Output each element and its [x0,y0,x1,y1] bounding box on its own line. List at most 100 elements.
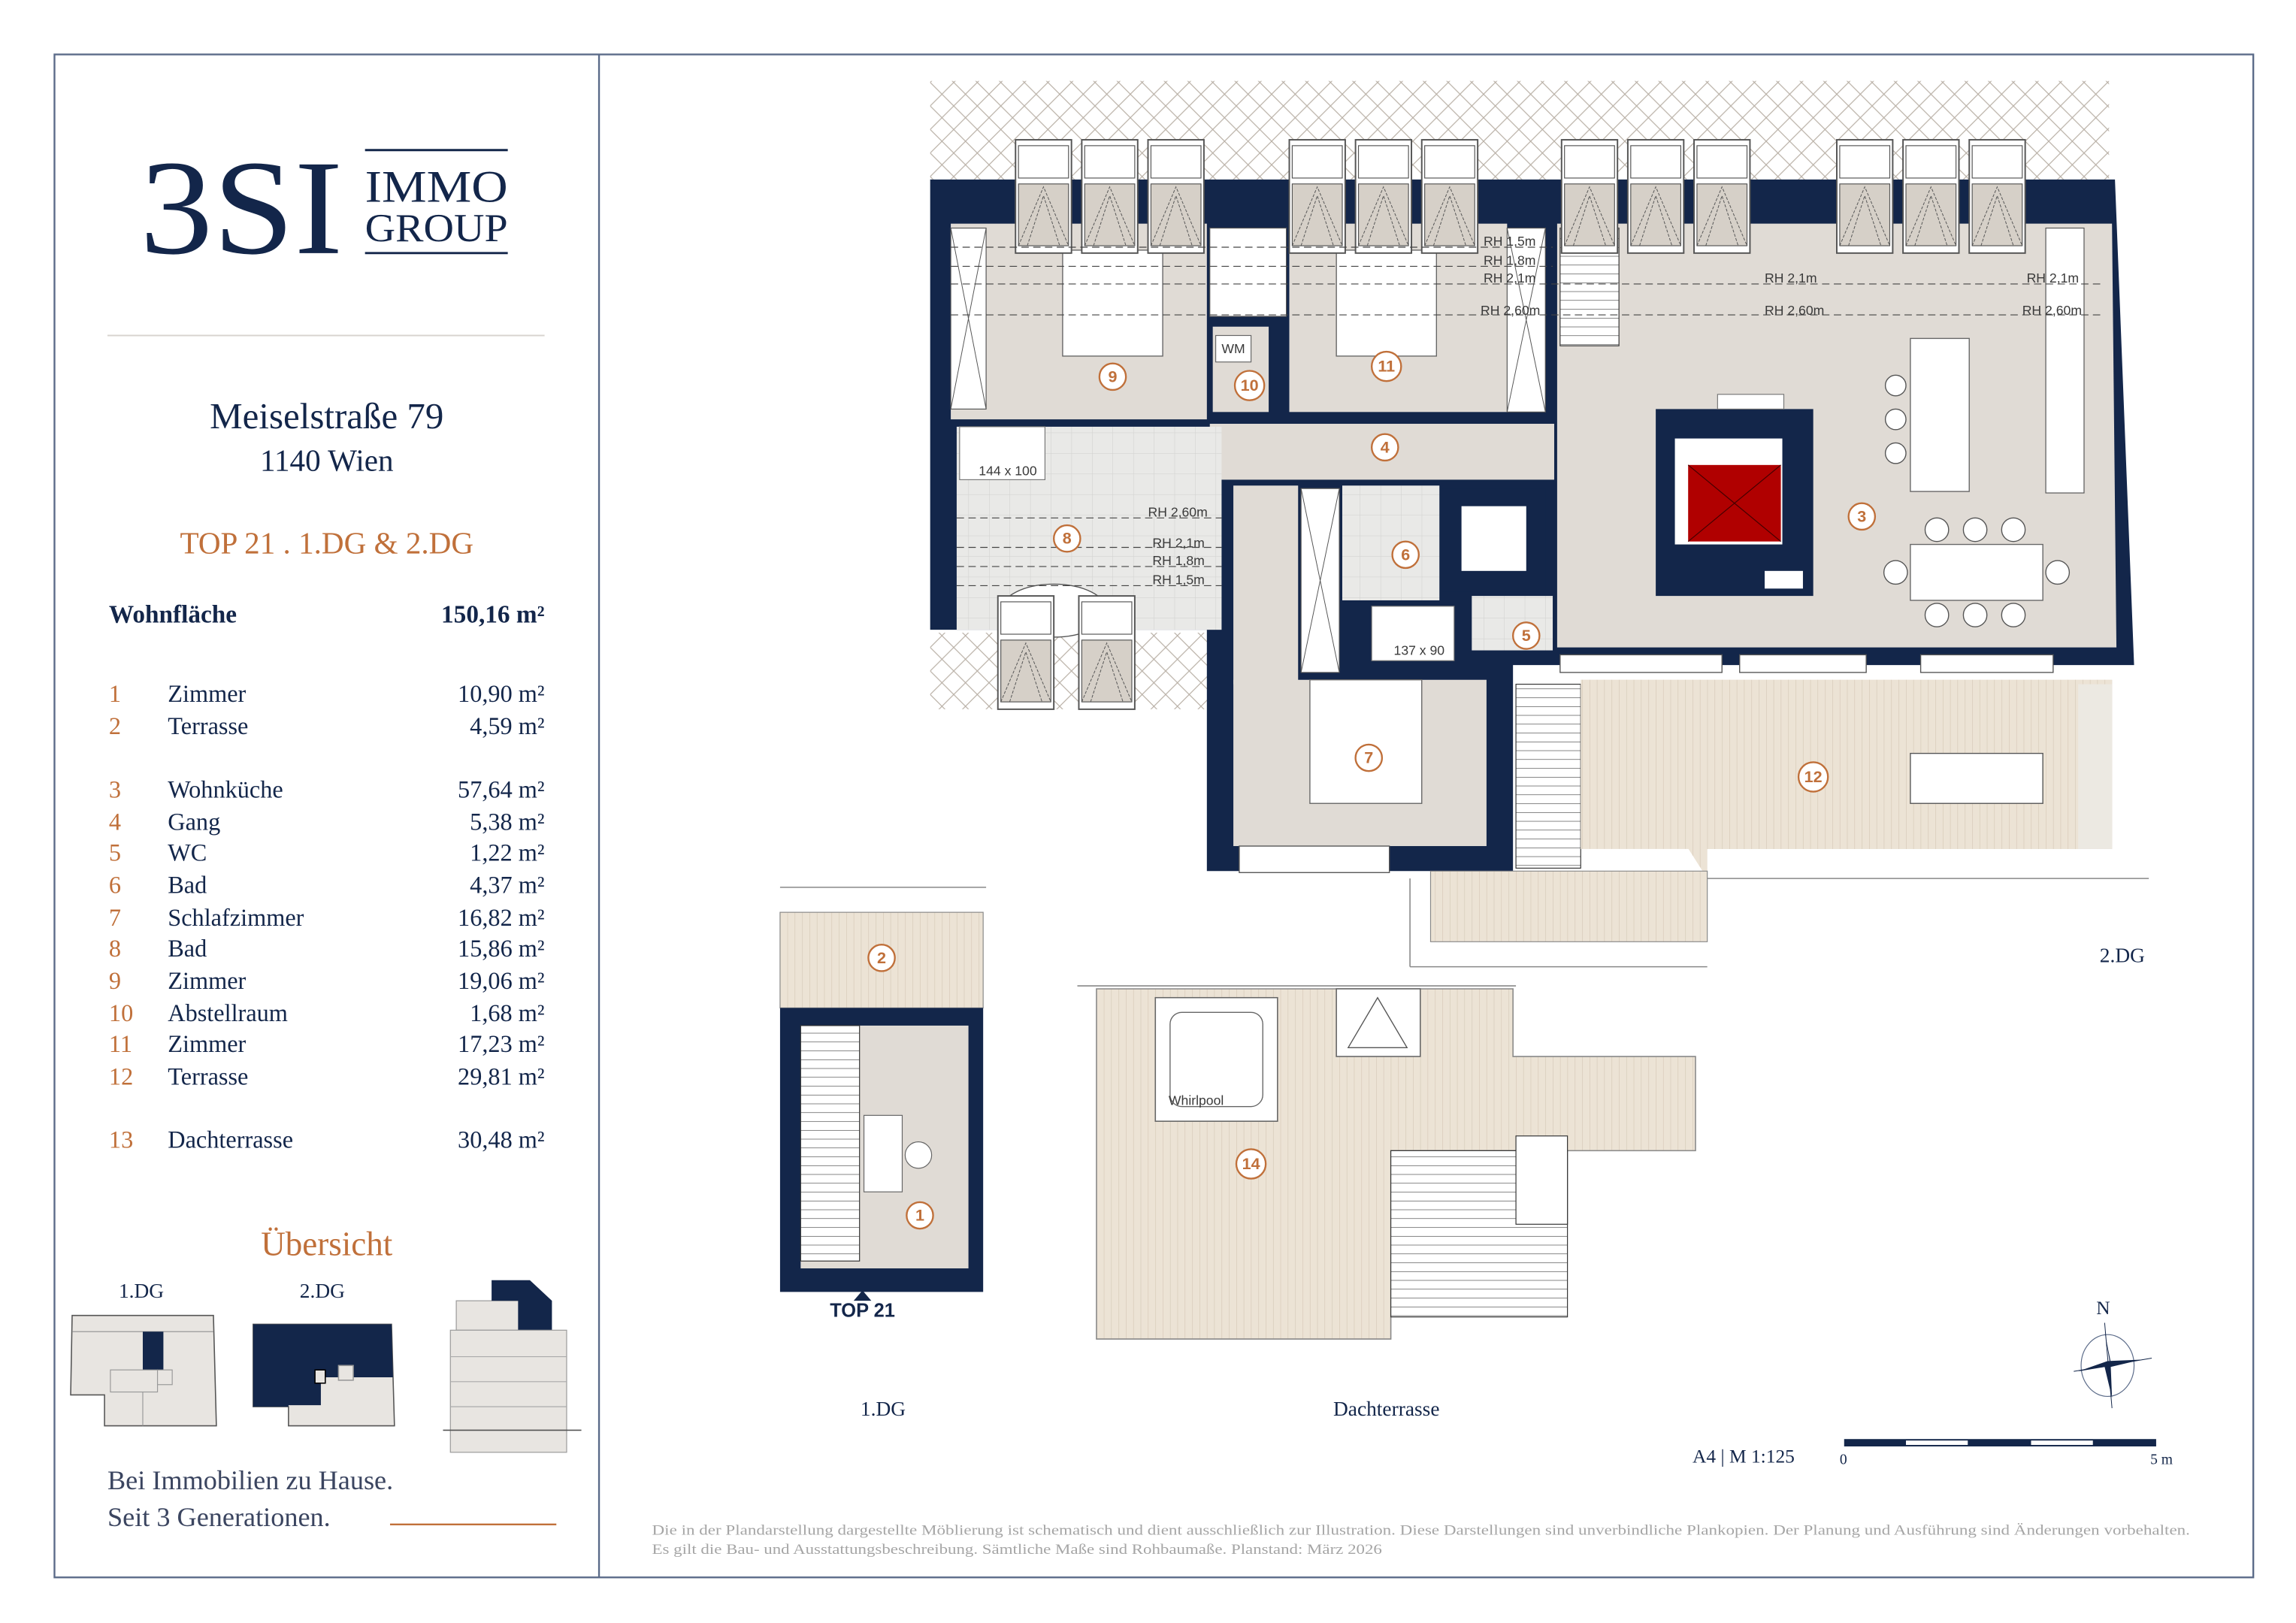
svg-text:15,86 m²: 15,86 m² [458,935,545,962]
svg-text:17,23 m²: 17,23 m² [458,1030,545,1057]
overview-2dg-thumbnail [253,1323,395,1427]
overview-1dg-thumbnail [70,1314,217,1427]
room-marker: 4 [1370,433,1399,462]
svg-text:Zimmer: Zimmer [168,967,246,994]
svg-text:RH 1,8m: RH 1,8m [1484,252,1535,267]
page-frame [53,53,2255,1579]
overview-building-section [443,1280,582,1453]
svg-text:12: 12 [1804,768,1823,786]
stairs-terrace [1515,684,1581,869]
svg-text:57,64 m²: 57,64 m² [458,775,545,802]
room-row: 8 Bad 15,86 m² [109,935,545,962]
svg-text:Terrasse: Terrasse [168,1062,248,1090]
svg-text:9: 9 [1109,367,1118,385]
logo: 3SI IMMO GROUP [140,132,508,283]
svg-text:10,90 m²: 10,90 m² [458,680,545,707]
svg-text:2: 2 [877,949,886,967]
disclaimer-line2: Es gilt die Bau- und Ausstattungsbeschre… [652,1542,1382,1558]
room-5 [1472,596,1553,651]
svg-text:Abstellraum: Abstellraum [168,999,288,1026]
svg-text:RH 2,60m: RH 2,60m [1481,303,1540,318]
svg-text:4: 4 [109,808,121,835]
svg-text:16,82 m²: 16,82 m² [458,904,545,931]
room-marker: 12 [1797,761,1829,793]
logo-main: 3SI [140,132,343,283]
svg-text:Schlafzimmer: Schlafzimmer [168,904,304,931]
svg-text:5: 5 [109,839,121,866]
svg-text:1,68 m²: 1,68 m² [470,999,544,1026]
logo-line1: IMMO [365,162,508,212]
svg-text:5,38 m²: 5,38 m² [470,808,544,835]
svg-text:RH 2,60m: RH 2,60m [2022,303,2082,318]
svg-text:9: 9 [109,967,121,994]
plan-roof-terrace: Whirlpool Dachterrasse [1077,985,1696,1420]
whirlpool [1154,996,1278,1123]
svg-text:RH 2,1m: RH 2,1m [1765,270,1817,286]
svg-text:12: 12 [109,1062,133,1090]
svg-text:10: 10 [1241,376,1259,394]
floor-label-2dg: 2.DG [2100,944,2145,967]
address-city: 1140 Wien [260,443,394,478]
ceiling-height-labels: RH 1,5m RH 1,8m RH 2,1m RH 2,60m RH 2,1m… [979,234,2082,657]
logo-line2: GROUP [365,207,508,250]
scale-bar [1844,1439,2156,1447]
svg-text:RH 2,1m: RH 2,1m [2027,270,2079,286]
overview-label-2dg: 2.DG [300,1280,345,1302]
svg-text:8: 8 [109,935,121,962]
svg-text:4,37 m²: 4,37 m² [470,872,544,899]
svg-text:Bad: Bad [168,935,207,962]
living-area-value: 150,16 m² [441,600,545,628]
roof-terrace-label: Dachterrasse [1333,1398,1440,1420]
room-marker: 8 [1052,524,1081,553]
svg-text:6: 6 [1401,546,1410,564]
room-marker: 7 [1354,743,1384,772]
north-arrow-icon: N [2074,1297,2152,1409]
svg-text:Zimmer: Zimmer [168,1030,246,1057]
svg-text:RH 2,1m: RH 2,1m [1484,270,1535,286]
address-street: Meiselstraße 79 [210,395,443,437]
unit-entrance-label: TOP 21 [830,1301,895,1322]
living-area-label: Wohnfläche [109,600,237,628]
washing-machine-label: WM [1221,341,1245,356]
scale-start: 0 [1840,1452,1847,1468]
svg-text:8: 8 [1063,530,1072,548]
svg-text:3: 3 [109,775,121,802]
corridor [1233,485,1299,685]
room-marker: 5 [1511,621,1541,650]
svg-text:11: 11 [1378,358,1395,376]
svg-text:1: 1 [915,1207,924,1225]
room-marker: 2 [867,944,896,972]
svg-text:RH 1,8m: RH 1,8m [1152,553,1204,568]
scale-end: 5 m [2150,1452,2173,1468]
svg-text:1,22 m²: 1,22 m² [470,839,544,866]
svg-text:1: 1 [109,680,121,707]
disclaimer-line1: Die in der Plandarstellung dargestellte … [652,1523,2190,1539]
svg-text:30,48 m²: 30,48 m² [458,1126,545,1153]
room-marker: 14 [1235,1148,1267,1180]
svg-text:RH 2,60m: RH 2,60m [1148,504,1208,519]
scale-label: A4 | M 1:125 [1693,1446,1795,1467]
svg-text:5: 5 [1522,627,1531,645]
unit-title: TOP 21 . 1.DG & 2.DG [180,525,473,560]
svg-text:2: 2 [109,712,121,739]
room-marker: 10 [1233,370,1266,401]
plan-1dg: TOP 21 1.DG [779,887,987,1420]
room-marker: 6 [1391,540,1420,570]
shower-size-label: 137 x 90 [1394,642,1445,657]
shower-size-label: 144 x 100 [979,464,1037,479]
room-marker: 1 [906,1201,934,1230]
svg-text:4,59 m²: 4,59 m² [470,712,544,739]
svg-text:4: 4 [1381,438,1390,456]
svg-text:RH 1,5m: RH 1,5m [1484,234,1535,249]
room-marker: 11 [1370,350,1402,382]
